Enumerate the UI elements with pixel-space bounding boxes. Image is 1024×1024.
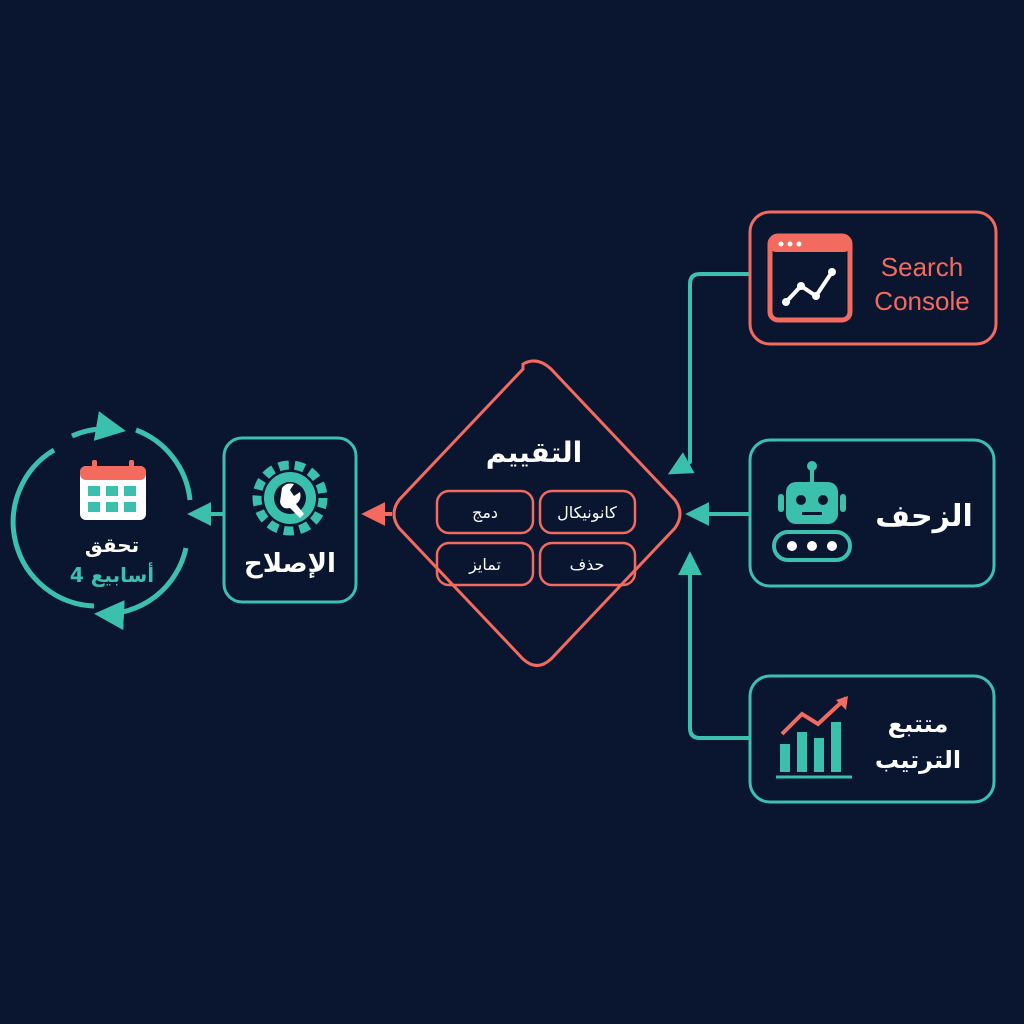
browser-chart-icon: [767, 233, 853, 323]
connector-search-console: [667, 272, 750, 475]
verify-label: تحقق: [85, 533, 139, 557]
gear-wrench-icon: [252, 460, 328, 536]
option-delete: حذف: [538, 541, 637, 587]
rank-tracker-label-line1: متتبع: [888, 710, 949, 738]
option-delete-label: حذف: [570, 555, 605, 574]
search-console-node: Search Console: [748, 210, 998, 346]
bar-chart-trend-icon: [776, 696, 852, 779]
cycle-arc-top: [70, 411, 126, 441]
fix-label: الإصلاح: [244, 549, 336, 579]
option-differentiate-label: تمايز: [468, 555, 501, 575]
robot-icon: [772, 461, 852, 562]
crawler-label: الزحف: [875, 499, 973, 534]
option-differentiate: تمايز: [435, 541, 535, 587]
calendar-icon: [80, 460, 146, 520]
option-merge: دمج: [435, 489, 535, 535]
search-console-label-line1: Search: [881, 252, 963, 282]
fix-node: الإصلاح: [222, 436, 358, 604]
rank-tracker-node: متتبع الترتيب: [748, 674, 996, 804]
option-merge-label: دمج: [472, 503, 498, 522]
crawler-node: الزحف: [748, 438, 996, 588]
option-canonical-label: كانونيكال: [557, 503, 617, 523]
evaluation-diamond: التقييم كانونيكال دمج حذف تمايز: [392, 359, 682, 667]
evaluation-title: التقييم: [486, 436, 583, 469]
cycle-arc-right: [135, 427, 193, 501]
verify-node: تحقق 4 أسابيع: [10, 411, 193, 631]
connector-rank-tracker: [678, 551, 750, 740]
cycle-arc-bottom: [94, 547, 189, 631]
rank-tracker-label-line2: الترتيب: [875, 746, 961, 774]
verify-duration: 4 أسابيع: [70, 561, 154, 587]
search-console-label-line2: Console: [874, 286, 969, 316]
option-canonical: كانونيكال: [538, 489, 637, 535]
cycle-arc-left: [10, 447, 95, 609]
